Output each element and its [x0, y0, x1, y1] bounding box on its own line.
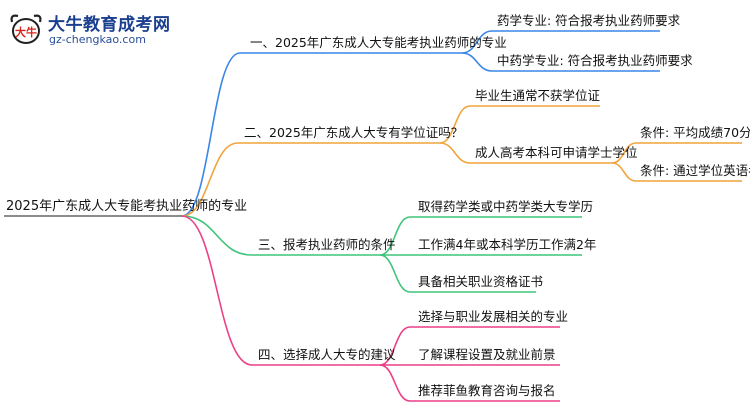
- branch-4-child-1-connector: [379, 326, 411, 366]
- branch-3-child-3-connector: [379, 254, 411, 293]
- branch-4-connector: [181, 215, 253, 366]
- branch-1-connector: [181, 52, 241, 217]
- root-node: 2025年广东成人大专能考执业药师的专业: [6, 199, 248, 214]
- logo-mark-text: 大牛: [15, 25, 37, 39]
- branch-1-child-1-connector: [461, 30, 493, 54]
- branch-3-connector: [181, 215, 253, 256]
- branch-2-node: 二、2025年广东成人大专有学位证吗？: [244, 125, 464, 140]
- branch-3-child-1-connector: [379, 216, 411, 256]
- branch-2-connector: [181, 142, 239, 217]
- branch-2-grandchild-1-connector: [611, 142, 637, 164]
- branch-1-child-1: 药学专业: 符合报考执业药师要求: [497, 13, 681, 28]
- branch-1-child-2-connector: [461, 52, 493, 72]
- logo-title: 大牛教育成考网: [48, 15, 171, 35]
- branch-4-child-1: 选择与职业发展相关的专业: [418, 309, 569, 324]
- branch-4-node: 四、选择成人大专的建议: [258, 347, 396, 362]
- branch-3-node: 三、报考执业药师的条件: [258, 237, 396, 252]
- branch-2-child-2-connector: [439, 142, 471, 164]
- branch-2-grandchild-2-connector: [611, 162, 637, 182]
- branch-4-child-3: 推荐菲鱼教育咨询与报名: [418, 383, 556, 398]
- branch-2-child-1-connector: [439, 105, 471, 144]
- logo: 大牛 大牛教育成考网 gz-chengkao.com: [8, 8, 171, 52]
- branch-1-node: 一、2025年广东成人大专能考执业药师的专业: [250, 35, 507, 50]
- branch-3-child-2: 工作满4年或本科学历工作满2年: [418, 237, 597, 252]
- branch-2-grandchild-2: 条件: 通过学位英语考试: [640, 163, 750, 178]
- branch-2-child-1: 毕业生通常不获学位证: [475, 88, 601, 103]
- branch-4-child-3-connector: [379, 364, 411, 402]
- branch-2-child-2: 成人高考本科可申请学士学位: [475, 145, 638, 160]
- logo-url: gz-chengkao.com: [49, 33, 146, 46]
- branch-3-child-3: 具备相关职业资格证书: [418, 274, 544, 289]
- bull-logo-icon: 大牛: [10, 14, 42, 44]
- branch-2-grandchild-1: 条件: 平均成绩70分以上: [640, 125, 750, 140]
- branch-1-child-2: 中药学专业: 符合报考执业药师要求: [497, 53, 693, 68]
- branch-4-child-2: 了解课程设置及就业前景: [418, 347, 556, 362]
- branch-3-child-1: 取得药学类或中药学类大专学历: [418, 199, 594, 214]
